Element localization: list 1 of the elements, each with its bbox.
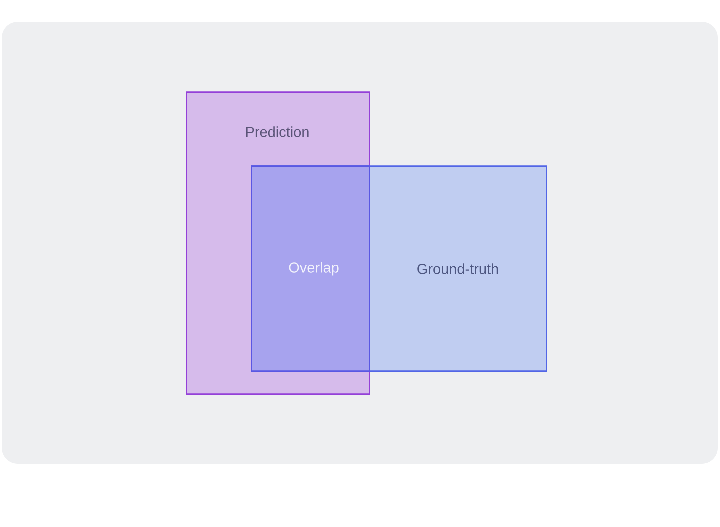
overlap-area: Overlap <box>251 166 370 372</box>
